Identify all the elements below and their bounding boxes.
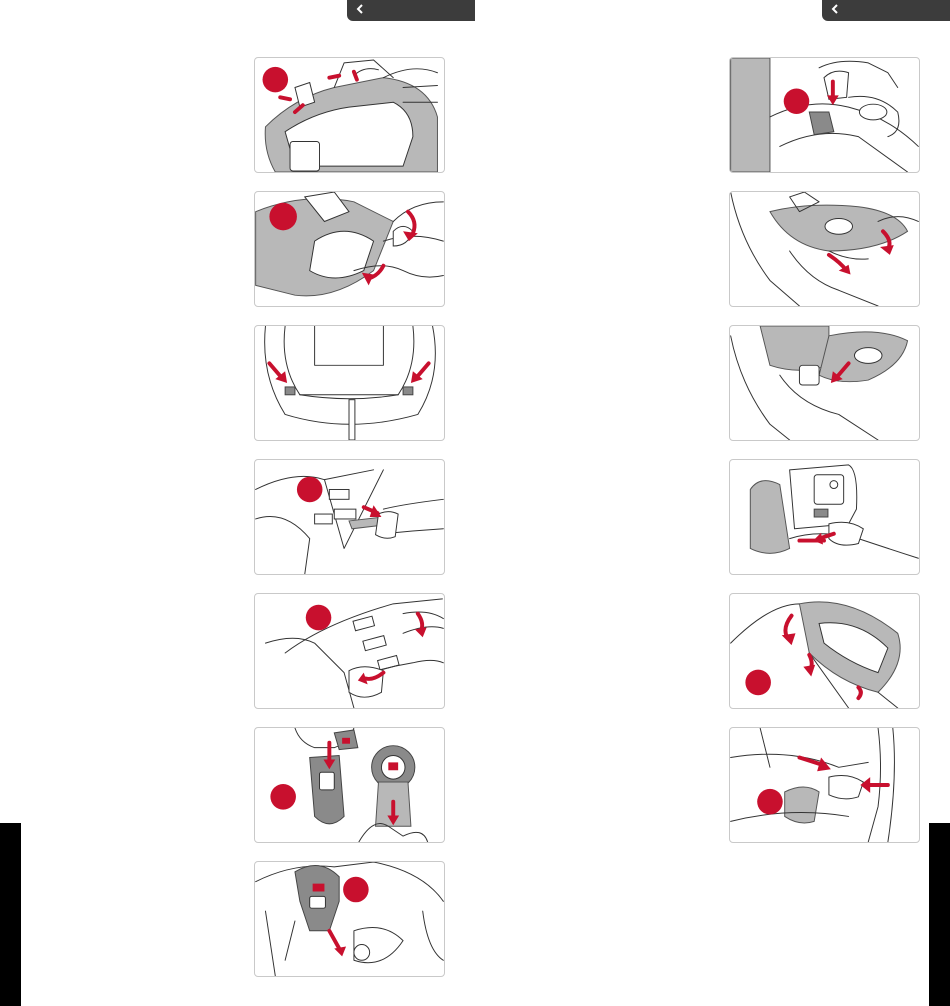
chevron-left-icon [828, 2, 842, 16]
headrest-harness-pull-illustration [730, 460, 919, 574]
seat-cover-lift-illustration [730, 192, 919, 306]
right-edge-bar [929, 823, 950, 1006]
cover-clips-release-illustration [255, 58, 444, 172]
step-panel-right-4 [729, 459, 920, 575]
cover-slot-push-illustration [730, 326, 919, 440]
cover-peel-off-illustration [255, 192, 444, 306]
step-panel-left-5 [254, 593, 445, 709]
side-wings-squeeze-illustration [730, 728, 919, 842]
buckle-tongue-insert-illustration [255, 862, 444, 976]
strap-pull-through-illustration [255, 460, 444, 574]
back-tab-left[interactable] [347, 0, 475, 21]
headrest-clip-press-illustration [730, 58, 919, 172]
step-panel-left-3 [254, 325, 445, 441]
step-panel-left-4 [254, 459, 445, 575]
buckle-pads-remove-illustration [255, 728, 444, 842]
shell-hooks-press-illustration [255, 326, 444, 440]
headrest-cover-fold-illustration [730, 594, 919, 708]
step-panel-right-5 [729, 593, 920, 709]
step-panel-left-2 [254, 191, 445, 307]
chevron-left-icon [353, 2, 367, 16]
buckle-strap-rotate-illustration [255, 594, 444, 708]
step-panel-left-1 [254, 57, 445, 173]
step-panel-left-7 [254, 861, 445, 977]
step-panel-right-6 [729, 727, 920, 843]
step-panel-left-6 [254, 727, 445, 843]
left-edge-bar [0, 823, 21, 1006]
back-tab-right[interactable] [822, 0, 950, 21]
step-panel-right-1 [729, 57, 920, 173]
step-panel-right-3 [729, 325, 920, 441]
step-panel-right-2 [729, 191, 920, 307]
